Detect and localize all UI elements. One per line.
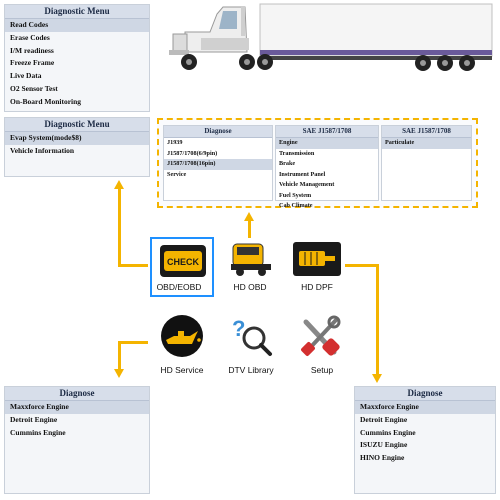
diagnose-right-title: Diagnose (355, 387, 495, 401)
system-particulate[interactable]: Particulate (382, 138, 471, 149)
arrow-dpf-right-vertical (376, 264, 379, 374)
engine-cummins[interactable]: Cummins Engine (360, 427, 416, 437)
engine-detroit[interactable]: Detroit Engine (360, 414, 408, 424)
menu-item-im-readiness[interactable]: I/M readiness (10, 45, 54, 55)
system-instrument-panel[interactable]: Instrument Panel (279, 170, 326, 178)
sae-engine-title: SAE J1587/1708 (276, 126, 378, 138)
obd-eobd-button[interactable]: CHECK OBD/EOBD (150, 237, 214, 297)
arrow-hdobd-up-head (244, 212, 254, 221)
check-engine-text: CHECK (167, 257, 200, 267)
setup-label: Setup (310, 365, 334, 375)
protocol-j1939[interactable]: J1939 (167, 139, 183, 146)
system-engine[interactable]: Engine (276, 138, 378, 149)
hd-obd-label: HD OBD (233, 282, 267, 292)
help-magnifier-icon: ? (232, 316, 272, 356)
protocol-service[interactable]: Service (167, 170, 187, 178)
system-cab-climate[interactable]: Cab Climate (279, 202, 313, 209)
arrow-obd-up-horizontal (118, 264, 148, 267)
setup-button[interactable]: Setup (290, 314, 354, 378)
diagnose-right-panel: Diagnose Maxxforce Engine Detroit Engine… (354, 386, 496, 494)
arrow-obd-up-head (114, 180, 124, 189)
svg-text:?: ? (232, 316, 245, 341)
hd-dpf-button[interactable]: HD DPF (285, 237, 349, 297)
menu-item-erase-codes[interactable]: Erase Codes (10, 32, 50, 42)
engine-detroit[interactable]: Detroit Engine (10, 414, 58, 424)
menu-item-evap-system[interactable]: Evap System(mode$8) (5, 132, 149, 145)
diagnose-protocol-panel: Diagnose J1939 J1587/1708(6/9pin) J1587/… (163, 125, 273, 201)
menu-item-on-board-monitoring[interactable]: On-Board Monitoring (10, 96, 82, 106)
engine-maxxforce[interactable]: Maxxforce Engine (355, 401, 495, 414)
engine-isuzu[interactable]: ISUZU Engine (360, 440, 408, 450)
dtv-library-button[interactable]: ? DTV Library (216, 314, 286, 378)
engine-cummins[interactable]: Cummins Engine (10, 427, 66, 437)
dpf-filter-icon (293, 242, 341, 276)
tools-icon (301, 315, 341, 356)
system-brake[interactable]: Brake (279, 160, 296, 167)
obd-eobd-label: OBD/EOBD (156, 282, 202, 292)
menu-item-o2-sensor-test[interactable]: O2 Sensor Test (10, 83, 58, 93)
hd-service-button[interactable]: HD Service (150, 314, 214, 378)
oil-can-icon (161, 315, 203, 357)
arrow-obd-up-vertical (118, 188, 121, 267)
engine-hino[interactable]: HINO Engine (360, 453, 405, 463)
arrow-service-down-vertical (118, 341, 121, 369)
menu-item-freeze-frame[interactable]: Freeze Frame (10, 58, 55, 68)
truck-illustration (165, 2, 500, 80)
diagnose-protocol-title: Diagnose (164, 126, 272, 138)
diagnostic-menu-1: Diagnostic Menu Read Codes Erase Codes I… (4, 4, 150, 112)
diagnostic-menu-2-title: Diagnostic Menu (5, 118, 149, 132)
diagnose-left-panel: Diagnose Maxxforce Engine Detroit Engine… (4, 386, 150, 494)
hd-dpf-label: HD DPF (301, 282, 333, 292)
hd-service-label: HD Service (160, 365, 204, 375)
system-fuel-system[interactable]: Fuel System (279, 191, 312, 199)
diagnostic-menu-1-title: Diagnostic Menu (5, 5, 149, 19)
arrow-hdobd-up-line (248, 220, 251, 238)
menu-item-vehicle-information[interactable]: Vehicle Information (10, 145, 75, 155)
hd-obd-button[interactable]: HD OBD (218, 237, 282, 297)
system-transmission[interactable]: Transmission (279, 149, 315, 157)
menu-item-read-codes[interactable]: Read Codes (5, 19, 149, 32)
arrow-dpf-right-head (372, 374, 382, 383)
menu-item-live-data[interactable]: Live Data (10, 71, 42, 81)
sae-engine-panel: SAE J1587/1708 Engine Transmission Brake… (275, 125, 379, 209)
diagnose-left-title: Diagnose (5, 387, 149, 401)
sae-particulate-panel: SAE J1587/1708 Particulate (381, 125, 472, 201)
dtv-library-label: DTV Library (228, 365, 274, 375)
arrow-service-down-head (114, 369, 124, 378)
arrow-service-down-horizontal (118, 341, 148, 344)
arrow-dpf-right-horizontal (345, 264, 378, 267)
truck-icon (231, 243, 271, 276)
engine-maxxforce[interactable]: Maxxforce Engine (5, 401, 149, 414)
protocol-j1587-69pin[interactable]: J1587/1708(6/9pin) (167, 149, 218, 157)
hd-obd-panel: Diagnose J1939 J1587/1708(6/9pin) J1587/… (157, 118, 478, 209)
diagnostic-menu-2: Diagnostic Menu Evap System(mode$8) Vehi… (4, 117, 150, 177)
check-engine-icon: CHECK (160, 245, 206, 277)
sae-particulate-title: SAE J1587/1708 (382, 126, 471, 138)
protocol-j1587-16pin[interactable]: J1587/1708(16pin) (164, 159, 272, 170)
system-vehicle-management[interactable]: Vehicle Management (279, 181, 335, 188)
